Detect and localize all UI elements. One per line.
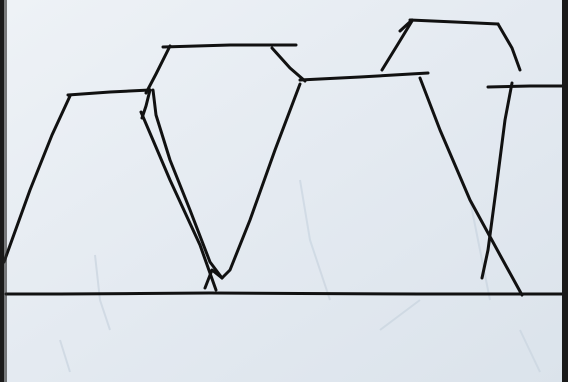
- photo-edge-left: [4, 0, 7, 382]
- photo-edge-right: [562, 0, 568, 382]
- ink-sketch: [4, 0, 568, 382]
- paper-background: [4, 0, 568, 382]
- paper-sheet: [4, 0, 568, 382]
- ground-line: [6, 293, 568, 294]
